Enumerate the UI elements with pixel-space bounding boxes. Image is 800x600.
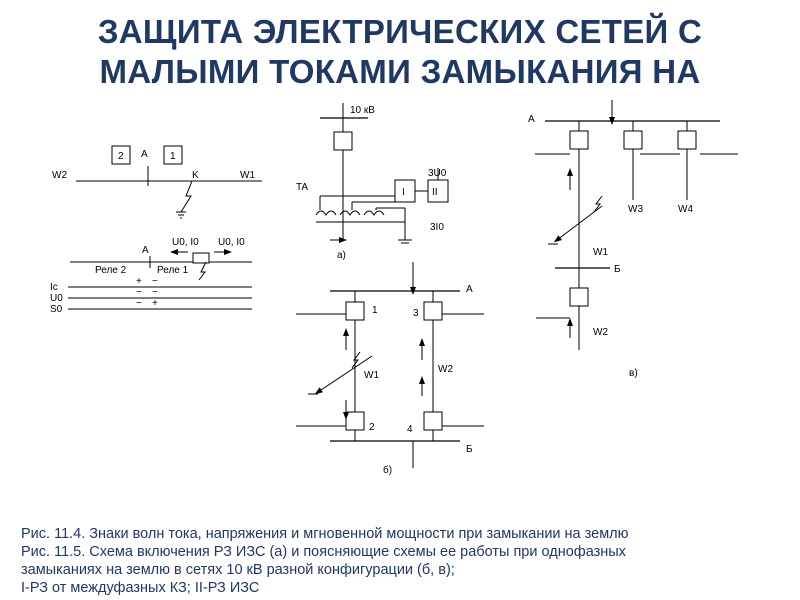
- node-a-label: А: [141, 149, 148, 160]
- breaker-box: [333, 131, 353, 151]
- fault-w1-lightning-icon: [351, 351, 361, 369]
- left-wave-value: U0, I0: [172, 237, 199, 248]
- row-s0-right-sign: +: [152, 298, 158, 309]
- breaker-4-label: 4: [407, 424, 413, 435]
- scheme-a-caption: а): [337, 250, 346, 261]
- title-line-1: ЗАЩИТА ЭЛЕКТРИЧЕСКИХ СЕТЕЙ С: [97, 13, 703, 50]
- caption-line-3: замыканиях на землю в сетях 10 кВ разной…: [21, 562, 455, 578]
- relay-i-label: I: [402, 187, 405, 198]
- scheme-b-caption: б): [383, 464, 392, 476]
- row-u0-label: U0: [50, 293, 63, 304]
- relay-box-2: [111, 145, 131, 165]
- fault-point-label: K: [192, 170, 199, 181]
- bus-a-label: А: [466, 284, 473, 295]
- relay-ii-label: II: [432, 187, 438, 198]
- line-w3-c-label: W3: [628, 204, 643, 215]
- relay-i-box: [394, 179, 416, 203]
- line-w1-label: W1: [364, 370, 379, 381]
- figure-caption: Рис. 11.4. Знаки волн тока, напряжения и…: [21, 525, 791, 597]
- bus-a-c-label: А: [528, 114, 535, 125]
- relay-1-label: Реле 1: [157, 265, 189, 276]
- caption-line-4: I-РЗ от междуфазных КЗ; II-РЗ ИЗС: [21, 580, 260, 596]
- row-s0-left-sign: −: [136, 298, 142, 309]
- fig-11-4-line-diagram: 2 1 А W2 W1 K: [52, 145, 262, 219]
- breaker-w4-c: [677, 130, 697, 150]
- fault-lightning-icon: [180, 180, 193, 213]
- line-w1-c-label: W1: [593, 247, 608, 258]
- bus-b-c-label: Б: [614, 264, 621, 275]
- fig-11-5-a-scheme: 10 кВ а) TA I II 3U0 3I0: [296, 103, 449, 261]
- fig-11-5-b-scheme: А Б 1 2 3 4 W1 W2 б): [296, 262, 484, 476]
- row-ic-label: Ic: [50, 282, 58, 293]
- row-u0-left-sign: −: [136, 287, 142, 298]
- breaker-2: [345, 411, 365, 431]
- fault-w1-c-lightning-icon: [593, 195, 603, 213]
- line-w2-label: W2: [438, 364, 453, 375]
- voltage-label: 10 кВ: [350, 105, 375, 116]
- relay-box-1: [163, 145, 183, 165]
- slide-title: ЗАЩИТА ЭЛЕКТРИЧЕСКИХ СЕТЕЙ С МАЛЫМИ ТОКА…: [0, 12, 800, 92]
- row-s0-label: S0: [50, 304, 63, 315]
- current-transformers: [315, 210, 385, 216]
- breaker-w2-c: [569, 287, 589, 307]
- line-w2-c-label: W2: [593, 327, 608, 338]
- breaker-w3-c: [623, 130, 643, 150]
- fig-11-5-c-scheme: А Б W3 W4 W1 W2 в): [528, 100, 738, 379]
- line-w4-c-label: W4: [678, 204, 693, 215]
- bus-b-label: Б: [466, 444, 473, 455]
- wave-fault-lightning-icon: [198, 261, 207, 281]
- title-line-2: МАЛЫМИ ТОКАМИ ЗАМЫКАНИЯ НА: [99, 53, 701, 90]
- wave-node-a-label: А: [142, 245, 149, 256]
- breaker-2-label: 2: [369, 422, 375, 433]
- relay-2-label: Реле 2: [95, 265, 127, 276]
- ta-label: TA: [296, 182, 308, 193]
- relay-box-1-label: 1: [170, 151, 176, 162]
- row-u0-right-sign: −: [152, 287, 158, 298]
- breaker-3: [423, 301, 443, 321]
- line-w2-label: W2: [52, 170, 67, 181]
- fig-11-4-wave-signs: А U0, I0 U0, I0 Реле 2 Реле 1 Ic + − U0 …: [50, 237, 252, 315]
- row-ic-left-sign: +: [136, 276, 142, 287]
- caption-line-2: Рис. 11.5. Схема включения РЗ ИЗС (а) и …: [21, 544, 626, 560]
- breaker-w1-c: [569, 130, 589, 150]
- relay-1-sensor: [192, 252, 210, 264]
- i0-label: 3I0: [430, 222, 444, 233]
- line-w1-label: W1: [240, 170, 255, 181]
- relay-ii-box: [427, 179, 449, 203]
- breaker-1-label: 1: [372, 305, 378, 316]
- caption-line-1: Рис. 11.4. Знаки волн тока, напряжения и…: [21, 526, 629, 542]
- u0-label: 3U0: [428, 168, 447, 179]
- breaker-3-label: 3: [413, 308, 419, 319]
- breaker-1: [345, 301, 365, 321]
- row-ic-right-sign: −: [152, 276, 158, 287]
- right-wave-value: U0, I0: [218, 237, 245, 248]
- scheme-c-caption: в): [629, 368, 638, 379]
- relay-box-2-label: 2: [118, 151, 124, 162]
- fault-w1-arrow: [314, 355, 373, 395]
- breaker-4: [423, 411, 443, 431]
